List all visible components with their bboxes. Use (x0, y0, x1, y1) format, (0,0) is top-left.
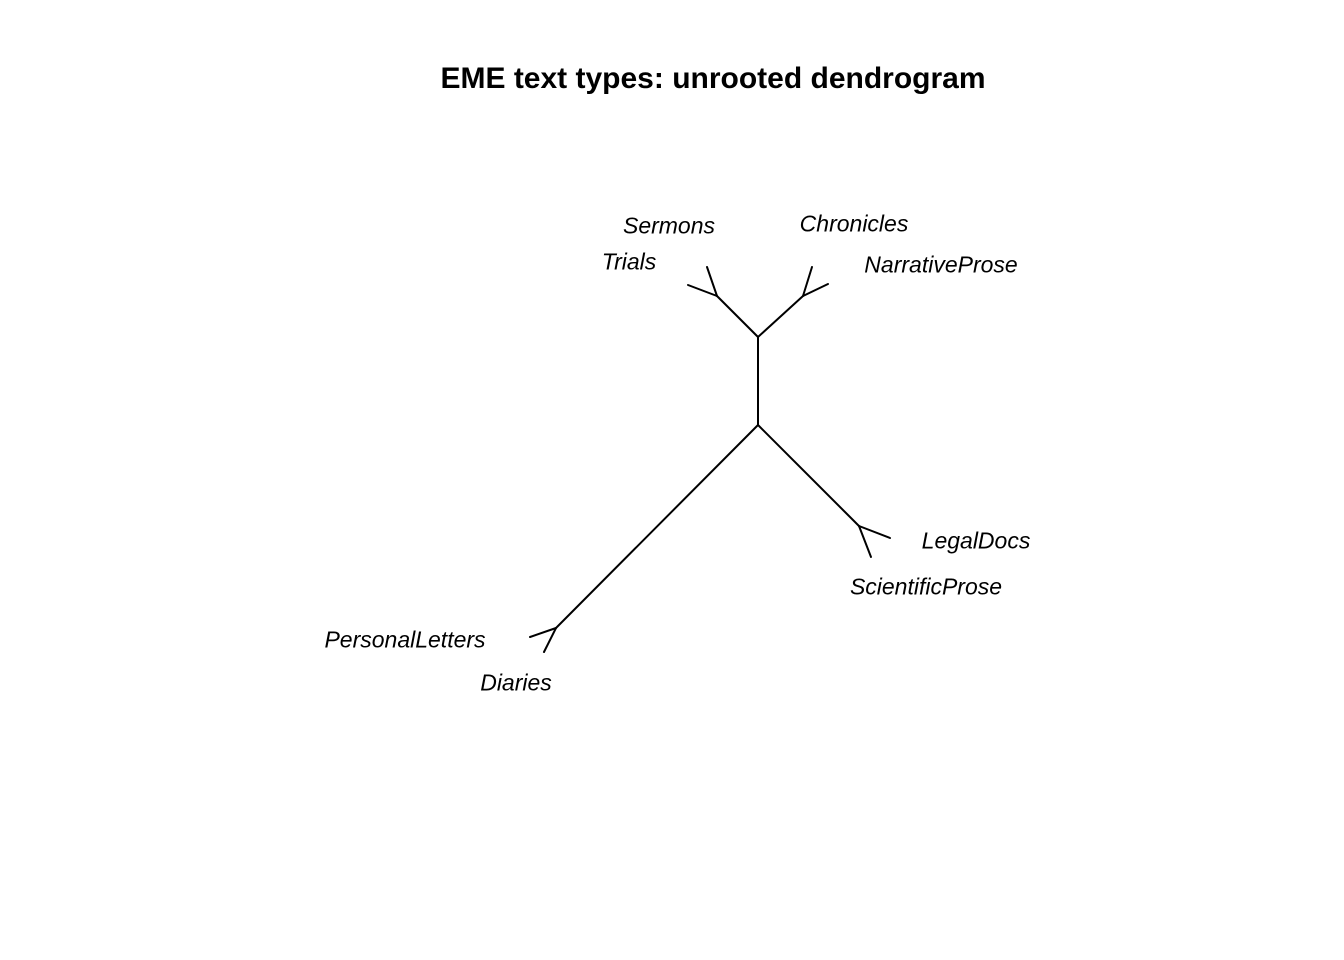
edge-sermons-tip (706, 266, 718, 297)
leaf-label-scientific-prose: ScientificProse (849, 573, 1003, 600)
leaf-label-sermons: Sermons (622, 212, 716, 239)
edge-scientificprose-tip (858, 525, 872, 558)
edge-chronicles-tip (802, 266, 813, 297)
edge-diaries-tip (543, 627, 557, 653)
chart-title: EME text types: unrooted dendrogram (440, 62, 986, 95)
leaf-label-personal-letters: PersonalLetters (324, 626, 486, 653)
edge-upper-left-branch (716, 295, 759, 338)
edge-upper-right-branch (757, 295, 804, 338)
edge-personalletters-tip (529, 627, 557, 638)
edge-lower-right-branch (757, 424, 860, 527)
edge-trials-tip (687, 284, 718, 297)
leaf-label-trials: Trials (601, 248, 657, 275)
edge-lower-left-branch (555, 424, 759, 629)
edge-legaldocs-tip (858, 525, 891, 539)
edge-narrativeprose-tip (802, 283, 829, 297)
leaf-label-narrative-prose: NarrativeProse (864, 251, 1018, 278)
leaf-label-legal-docs: LegalDocs (921, 527, 1031, 554)
leaf-label-diaries: Diaries (480, 669, 552, 696)
leaf-label-chronicles: Chronicles (799, 210, 909, 237)
